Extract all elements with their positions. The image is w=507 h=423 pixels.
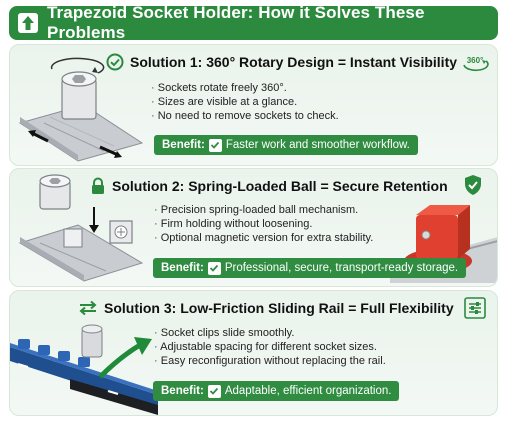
bullet-item: Sockets rotate freely 360°. (151, 81, 339, 95)
solution-2-title-row: Solution 2: Spring-Loaded Ball = Secure … (90, 177, 448, 195)
solution-1-panel: Solution 1: 360° Rotary Design = Instant… (9, 44, 498, 166)
sliders-icon (464, 297, 486, 324)
solution-2-bullets: Precision spring-loaded ball mechanism. … (154, 203, 374, 245)
padlock-icon (90, 177, 106, 195)
solution-2-panel: Solution 2: Spring-Loaded Ball = Secure … (9, 168, 498, 287)
header-banner: Trapezoid Socket Holder: How it Solves T… (9, 3, 498, 42)
rotate-360-icon: 360° (460, 51, 490, 78)
solution-3-panel: Solution 3: Low-Friction Sliding Rail = … (9, 290, 498, 416)
benefit-text: Faster work and smoother workflow. (225, 139, 410, 151)
solution-3-title: Solution 3: Low-Friction Sliding Rail = … (104, 300, 454, 316)
bullet-item: Precision spring-loaded ball mechanism. (154, 203, 373, 217)
bullet-item: Sizes are visible at a glance. (151, 95, 339, 109)
benefit-text: Professional, secure, transport-ready st… (224, 262, 459, 274)
solution-1-bullets: Sockets rotate freely 360°. Sizes are vi… (151, 81, 339, 123)
checkbox-check-icon (207, 261, 221, 275)
solution-2-benefit: Benefit: Professional, secure, transport… (153, 258, 467, 278)
bullet-item: Socket clips slide smoothly. (154, 326, 386, 340)
rotary-socket-illustration (18, 57, 144, 162)
spring-ball-illustration (18, 174, 144, 282)
sliding-rail-illustration (10, 324, 158, 415)
benefit-label: Benefit: (161, 385, 204, 397)
checkmark-circle-icon (106, 53, 124, 71)
solution-3-bullets: Socket clips slide smoothly. Adjustable … (154, 326, 386, 368)
solution-1-title-row: Solution 1: 360° Rotary Design = Instant… (106, 53, 457, 71)
up-arrow-icon (17, 12, 39, 34)
badge-360-text: 360° (467, 56, 484, 65)
benefit-text: Adaptable, efficient organization. (224, 385, 392, 397)
shield-check-icon (462, 173, 484, 202)
bullet-item: Optional magnetic version for extra stab… (154, 231, 374, 245)
benefit-label: Benefit: (161, 262, 204, 274)
checkbox-check-icon (207, 384, 221, 398)
swap-arrows-icon (78, 300, 98, 316)
bullet-item: Firm holding without loosening. (154, 217, 373, 231)
solution-3-title-row: Solution 3: Low-Friction Sliding Rail = … (78, 300, 454, 316)
solution-3-benefit: Benefit: Adaptable, efficient organizati… (153, 381, 400, 401)
solution-1-benefit: Benefit: Faster work and smoother workfl… (154, 135, 418, 155)
bullet-item: Easy reconfiguration without replacing t… (154, 354, 386, 368)
solution-1-title: Solution 1: 360° Rotary Design = Instant… (130, 54, 458, 70)
bullet-item: No need to remove sockets to check. (151, 109, 339, 123)
benefit-label: Benefit: (162, 139, 205, 151)
solution-2-title: Solution 2: Spring-Loaded Ball = Secure … (112, 178, 448, 194)
bullet-item: Adjustable spacing for different socket … (154, 340, 386, 354)
checkbox-check-icon (208, 138, 222, 152)
page-title: Trapezoid Socket Holder: How it Solves T… (47, 3, 425, 42)
